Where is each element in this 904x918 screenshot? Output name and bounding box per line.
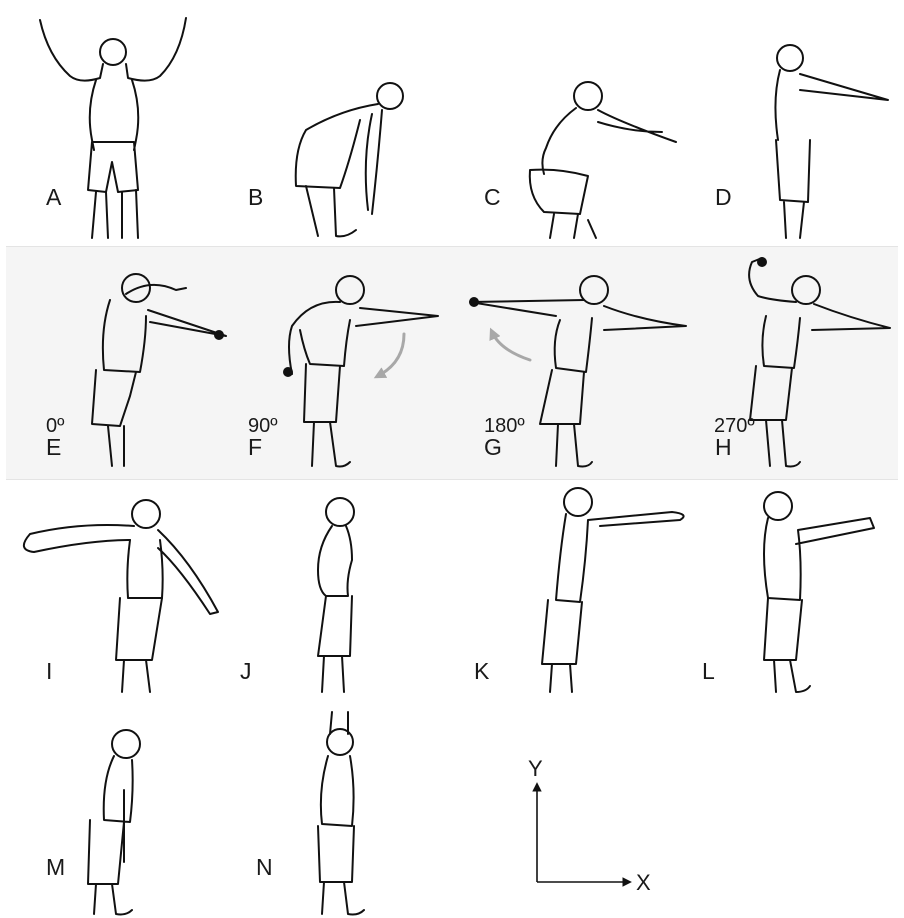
figure-a [40, 18, 186, 238]
panel-label-a: A [46, 186, 61, 209]
figure-b [296, 83, 403, 236]
figure-e [92, 274, 226, 466]
panel-label-h: H [715, 436, 732, 459]
panel-label-n: N [256, 856, 273, 879]
figure-n [318, 712, 364, 915]
angle-label-g: 180º [484, 416, 525, 436]
axis-label-y: Y [528, 758, 543, 780]
figure-k [542, 488, 684, 692]
panel-label-c: C [484, 186, 501, 209]
angle-label-h: 270º [714, 416, 755, 436]
panel-label-e: E [46, 436, 61, 459]
figure-m [88, 730, 140, 915]
figure-f [284, 276, 438, 467]
figure-i [24, 500, 218, 692]
figure-d [775, 45, 888, 238]
panel-label-d: D [715, 186, 732, 209]
figure-h [749, 258, 890, 467]
panel-label-l: L [702, 660, 715, 683]
panel-label-g: G [484, 436, 502, 459]
angle-label-f: 90º [248, 416, 278, 436]
angle-label-e: 0º [46, 416, 64, 436]
panel-label-k: K [474, 660, 489, 683]
panel-label-m: M [46, 856, 65, 879]
figure-l [764, 492, 874, 692]
panel-label-f: F [248, 436, 262, 459]
axes [537, 784, 630, 882]
panel-label-i: I [46, 660, 52, 683]
panel-label-j: J [240, 660, 252, 683]
figure-j [318, 498, 354, 692]
axis-label-x: X [636, 872, 651, 894]
figure-c [530, 82, 676, 238]
figure-g [470, 276, 686, 467]
panel-label-b: B [248, 186, 263, 209]
